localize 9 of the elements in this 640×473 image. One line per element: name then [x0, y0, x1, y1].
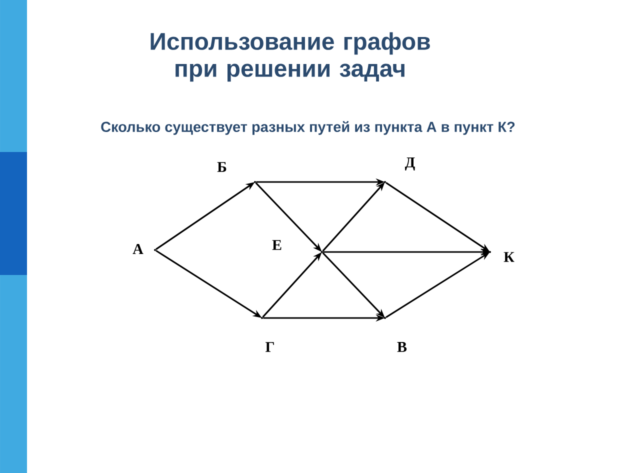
title: Использование графов при решении задач [150, 32, 430, 82]
vertex-label: В [397, 342, 407, 352]
vertex-label: Д [404, 157, 415, 170]
question: Сколько существует разных путей из пункта А в пункт К? [101, 121, 515, 135]
vertex-label: К [504, 252, 514, 262]
vertex-label: А [132, 244, 144, 254]
vertex-label: Г [266, 342, 274, 352]
vertex-label: Е [272, 240, 282, 250]
vertex-label: Б [217, 162, 226, 172]
